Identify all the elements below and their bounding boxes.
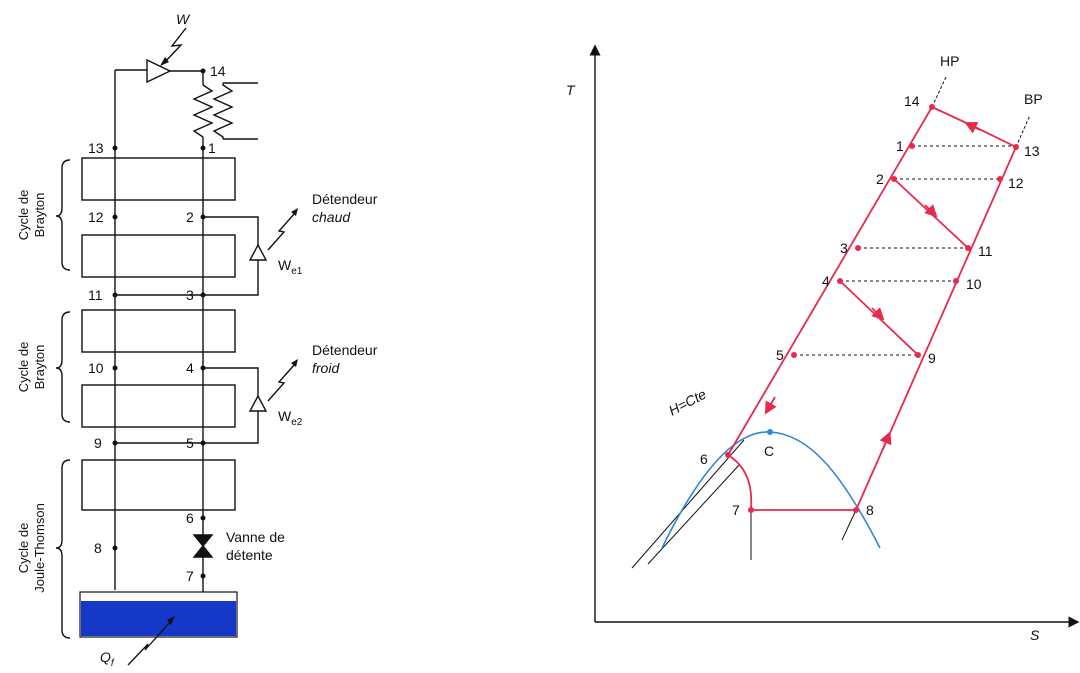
s-axis-label: S [1030,627,1040,643]
cold-expander [248,394,268,412]
warm-work-label: We1 [278,257,303,277]
hp-isobar-tail [931,76,947,108]
ts-label-9: 9 [928,350,936,366]
ts-label-10: 10 [966,276,982,292]
node-label-13: 13 [88,140,104,156]
bracket-brayton-2 [55,311,71,423]
hp-label: HP [940,53,959,69]
aftercooler-coil [192,84,214,138]
cold-expander-loop [203,367,259,396]
ts-label-3: 3 [840,240,848,256]
compressor [146,58,172,84]
node-label-12: 12 [88,209,104,225]
work-arrow-compressor [163,27,187,64]
ts-label-7: 7 [732,502,740,518]
side-label-brayton-1b: Brayton [32,193,47,238]
node-label-6: 6 [186,510,194,526]
ts-label-5: 5 [776,347,784,363]
ts-label-1: 1 [896,138,904,154]
ts-label-4: 4 [822,273,830,289]
ts-label-6: 6 [700,451,708,467]
critical-point-label: C [764,443,774,459]
valve-label-1: Vanne de [226,529,285,545]
ts-label-12: 12 [1008,175,1024,191]
heat-exchanger-2 [81,234,236,278]
heat-arrow [127,619,173,666]
isenthalp-line [631,439,745,569]
bracket-jt [55,459,71,639]
bp-isobar-tail [1015,114,1031,148]
work-arrow-cold [267,363,296,402]
node-label-10: 10 [88,360,104,376]
work-label-top: W [176,11,191,27]
schematic-nodes [112,68,206,579]
heat-label: Qf [100,649,115,669]
ts-label-14: 14 [904,93,920,109]
side-label-jt: Cycle de [16,523,31,574]
ts-label-13: 13 [1024,143,1040,159]
node-label-4: 4 [186,360,194,376]
work-arrow-warm [267,212,296,251]
cold-work-label: We2 [278,408,303,428]
side-label-brayton-1: Cycle de [16,190,31,241]
ts-label-2: 2 [876,171,884,187]
isenthalp-lower [647,463,741,565]
node-label-7: 7 [186,568,194,584]
warm-expander [248,243,268,261]
cycle-path [727,106,1017,511]
bp-label: BP [1024,91,1043,107]
node-label-14: 14 [210,63,226,79]
cold-expander-label-2: froid [312,360,340,376]
heat-exchanger-3 [81,309,236,353]
stub-8 [841,509,857,541]
aftercooler-coil-2 [212,83,234,139]
warm-expander-label-1: Détendeur [312,191,378,207]
node-label-5: 5 [186,435,194,451]
heat-exchanger-4 [81,384,236,428]
side-label-brayton-2b: Brayton [32,345,47,390]
warm-expander-loop [203,216,259,245]
node-label-2: 2 [186,209,194,225]
cold-bath [79,591,238,638]
node-label-11: 11 [88,287,103,303]
side-label-brayton-2: Cycle de [16,342,31,393]
process-schematic [55,27,298,639]
warm-expander-label-2: chaud [312,209,351,225]
node-label-9: 9 [94,435,102,451]
node-label-3: 3 [186,287,194,303]
ts-label-8: 8 [866,502,874,518]
cycle-points [725,104,1019,513]
jt-valve [192,534,214,558]
valve-label-2: détente [226,547,273,563]
cold-expander-label-1: Détendeur [312,342,378,358]
t-axis-label: T [566,82,576,98]
node-label-8: 8 [94,540,102,556]
heat-exchanger-1 [81,157,236,201]
node-label-1: 1 [208,140,216,156]
ts-label-11: 11 [978,243,993,259]
side-label-jt-b: Joule-Thomson [32,503,47,593]
isenthalp-label: H=Cte [666,386,709,419]
heat-exchanger-5 [81,459,236,511]
ts-diagram: T S HP BP H=Cte C [566,44,1080,643]
exchange-lines [794,145,1016,356]
bracket-brayton-1 [55,159,71,271]
